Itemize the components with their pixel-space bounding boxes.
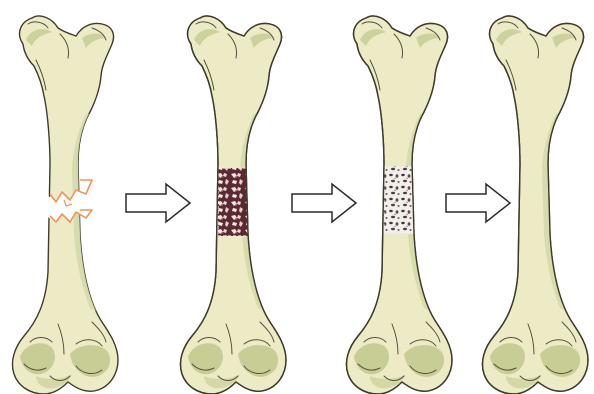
- callus-region: [218, 168, 258, 236]
- arrow-right-icon: [126, 184, 190, 222]
- arrow-right-icon: [446, 184, 510, 222]
- woven-bone-region: [384, 166, 424, 234]
- femur-hematoma-callus-icon: [180, 16, 286, 394]
- fractured-femur-icon: [12, 16, 118, 394]
- femur-spongy-bone-icon: [346, 16, 452, 394]
- arrow-right-icon: [292, 184, 356, 222]
